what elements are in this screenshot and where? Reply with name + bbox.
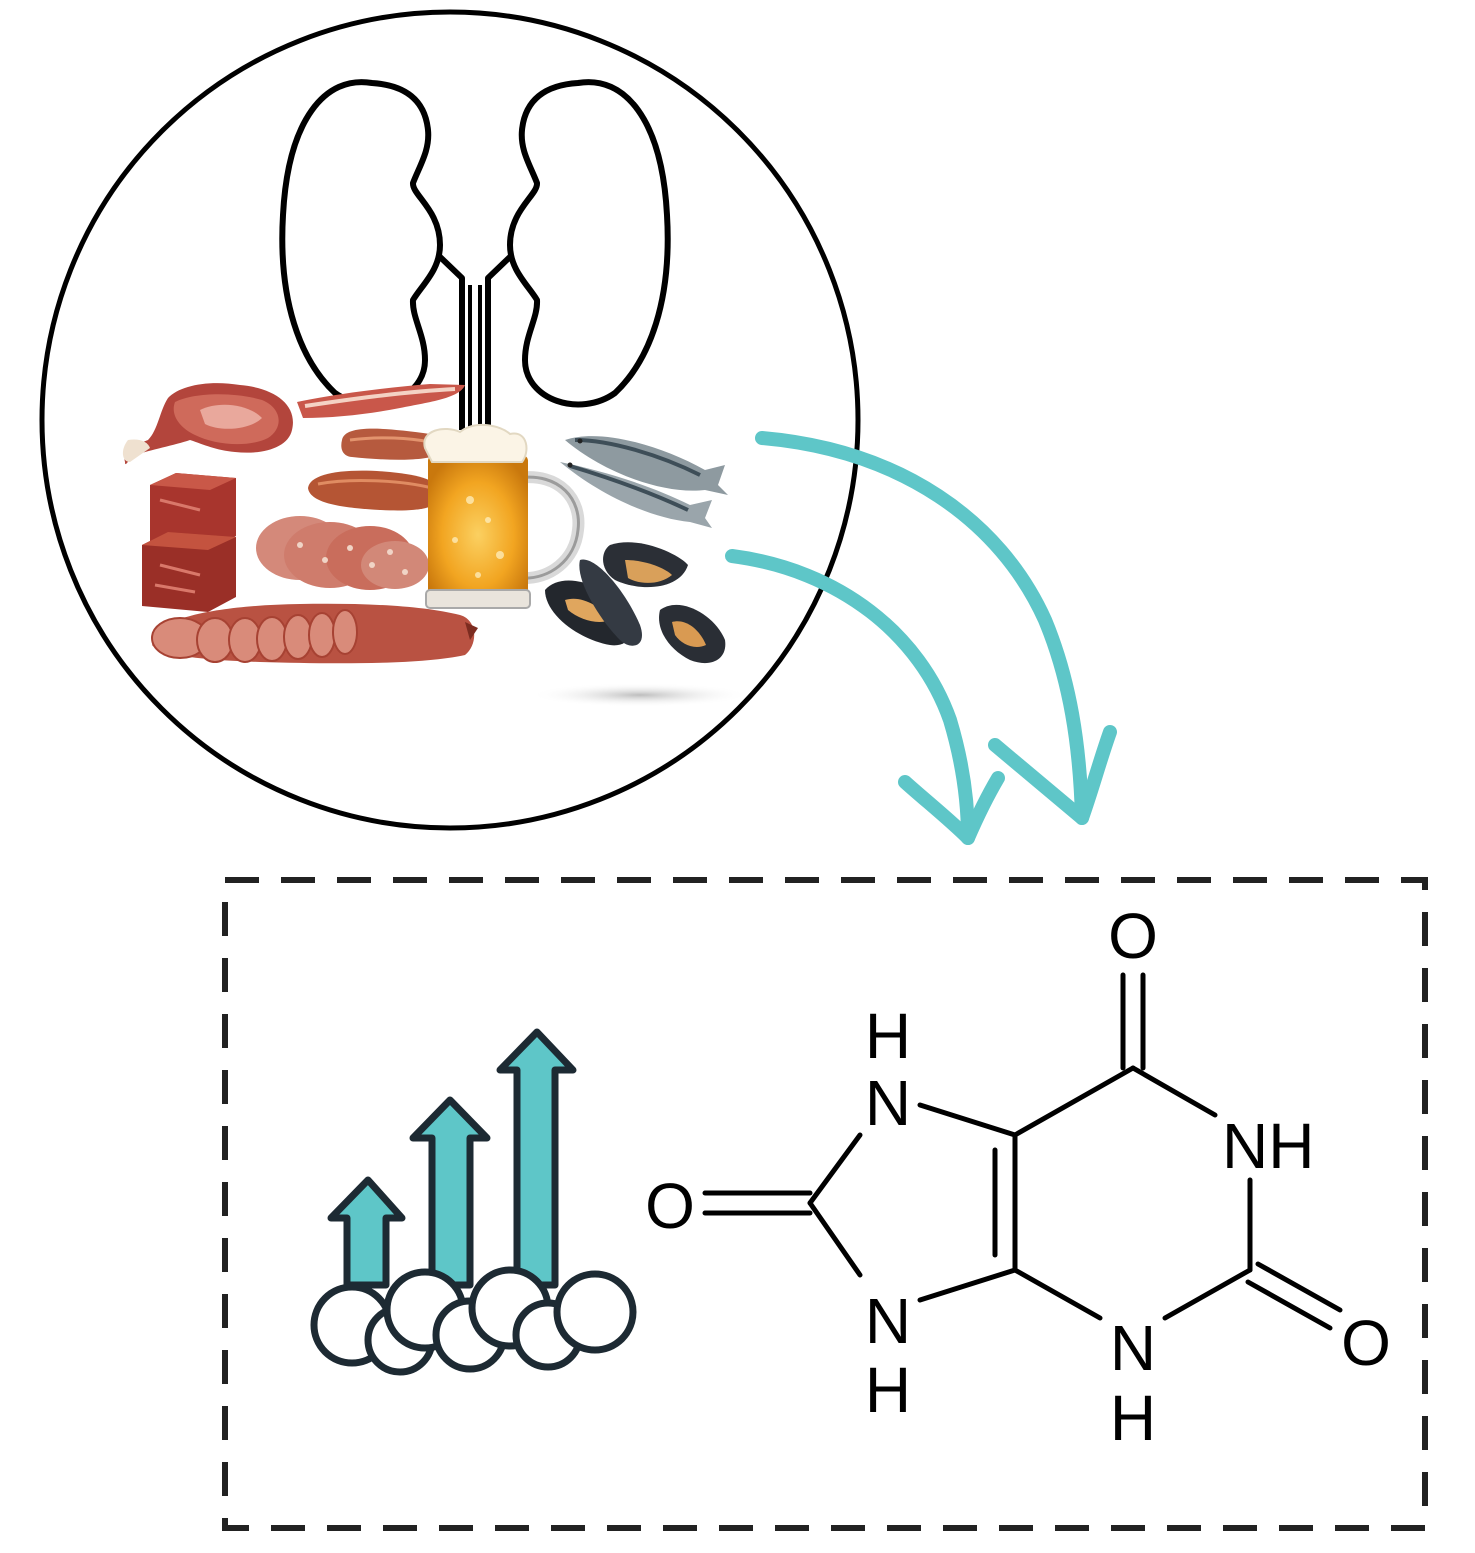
- atom-n9-h: H: [865, 1354, 911, 1426]
- bladder-link: [468, 285, 482, 430]
- right-ureter: [485, 252, 515, 430]
- arrow-tall: [496, 1028, 577, 1289]
- left-kidney-icon: [279, 79, 443, 408]
- salami-slices: [256, 516, 429, 590]
- upper-arrow: [755, 431, 1089, 825]
- right-kidney-icon: [507, 79, 671, 408]
- atom-n9-n: N: [865, 1285, 911, 1357]
- bacon: [297, 384, 465, 418]
- dashed-box: [222, 877, 1428, 1531]
- sardines: [560, 436, 728, 528]
- atom-n3-h: H: [1110, 1382, 1156, 1454]
- lower-arrow: [725, 549, 975, 845]
- molecule-bonds: [702, 972, 1343, 1331]
- sausages: [308, 428, 442, 511]
- atom-n7-h: H: [865, 1000, 911, 1072]
- atom-o-left: O: [645, 1170, 695, 1242]
- cloud-base-icon: [310, 1266, 637, 1376]
- atom-n3-n: N: [1110, 1312, 1156, 1384]
- arrow-medium: [409, 1096, 491, 1289]
- atom-o-top: O: [1108, 900, 1158, 972]
- red-meat-steak: [122, 383, 293, 465]
- upper-arrow-head: [988, 725, 1117, 825]
- lower-arrow-head: [898, 771, 1005, 845]
- food-shadow: [530, 683, 750, 707]
- flow-arrows: [725, 431, 1117, 845]
- arrow-short: [327, 1176, 406, 1289]
- kidneys-icon: [279, 79, 671, 430]
- beer-mug: [423, 423, 585, 609]
- elevated-level-panel: O H N NH O N H N H O: [222, 877, 1428, 1531]
- salami: [151, 603, 478, 664]
- atom-o-right: O: [1341, 1307, 1391, 1379]
- meat-cubes: [142, 473, 236, 612]
- rising-arrows-icon: [310, 1028, 637, 1376]
- atom-n7-n: N: [865, 1067, 911, 1139]
- atom-n1: NH: [1222, 1110, 1314, 1182]
- left-ureter: [435, 252, 465, 430]
- dietary-sources-panel: [39, 9, 861, 831]
- uric-acid-molecule: O H N NH O N H N H O: [645, 900, 1391, 1454]
- mussels: [545, 542, 726, 664]
